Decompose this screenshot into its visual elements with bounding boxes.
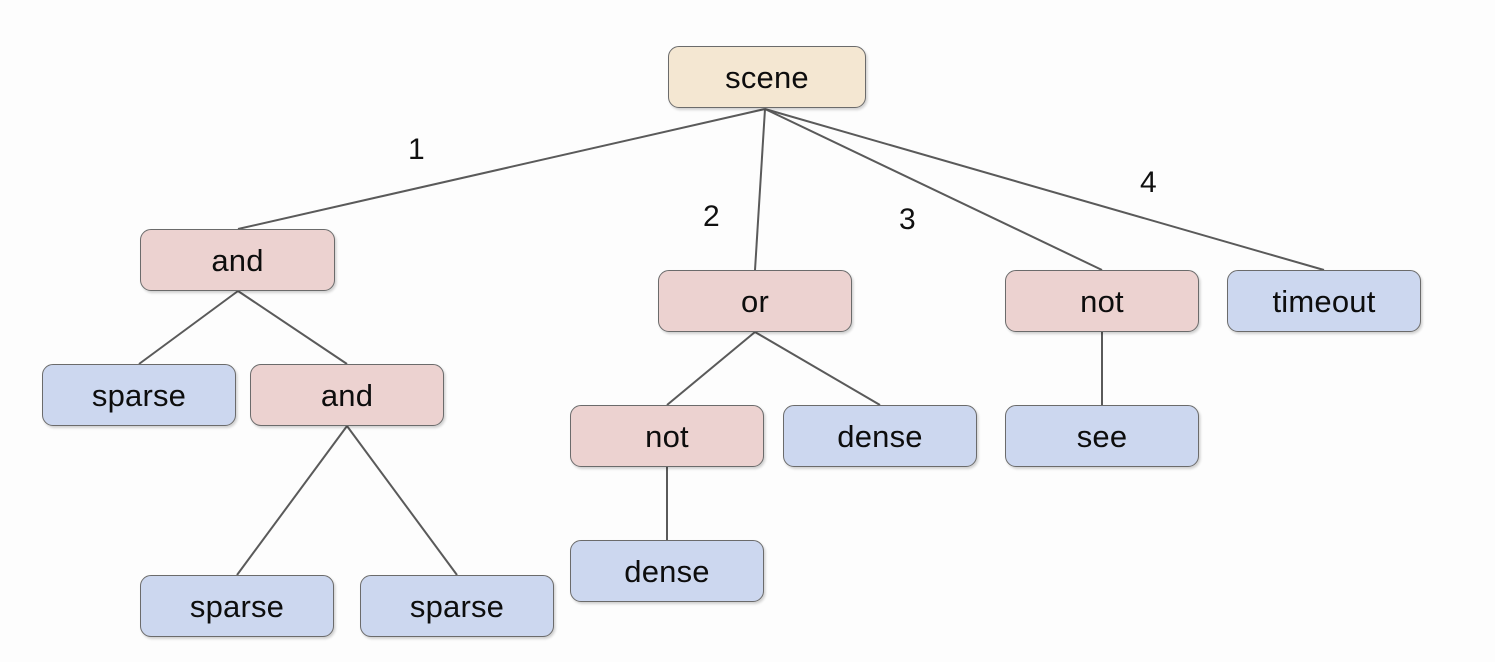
tree-node-sparse2[interactable]: sparse	[140, 575, 334, 637]
tree-node-and2[interactable]: and	[250, 364, 444, 426]
edge-scene-to-and1	[237, 108, 766, 230]
edge-scene-to-timeout1	[764, 108, 1325, 271]
edge-label-1: 1	[408, 133, 425, 166]
tree-node-and1[interactable]: and	[140, 229, 335, 291]
tree-node-not2[interactable]: not	[570, 405, 764, 467]
tree-node-see1[interactable]: see	[1005, 405, 1199, 467]
edge-scene-to-not1	[764, 108, 1103, 271]
edge-and1-to-sparse1	[138, 290, 239, 365]
tree-node-not1[interactable]: not	[1005, 270, 1199, 332]
edge-or1-to-not2	[666, 331, 756, 406]
edge-label-2: 2	[703, 200, 720, 233]
edge-and2-to-sparse3	[346, 425, 458, 576]
tree-node-or1[interactable]: or	[658, 270, 852, 332]
edge-label-4: 4	[1140, 166, 1157, 199]
edge-label-3: 3	[899, 203, 916, 236]
edge-and2-to-sparse2	[236, 425, 348, 576]
tree-node-scene[interactable]: scene	[668, 46, 866, 108]
tree-node-sparse3[interactable]: sparse	[360, 575, 554, 637]
tree-node-timeout1[interactable]: timeout	[1227, 270, 1421, 332]
edge-scene-to-or1	[754, 108, 766, 271]
edge-or1-to-dense1	[754, 331, 881, 406]
tree-node-sparse1[interactable]: sparse	[42, 364, 236, 426]
edge-and1-to-and2	[237, 290, 348, 365]
tree-node-dense2[interactable]: dense	[570, 540, 764, 602]
tree-node-dense1[interactable]: dense	[783, 405, 977, 467]
